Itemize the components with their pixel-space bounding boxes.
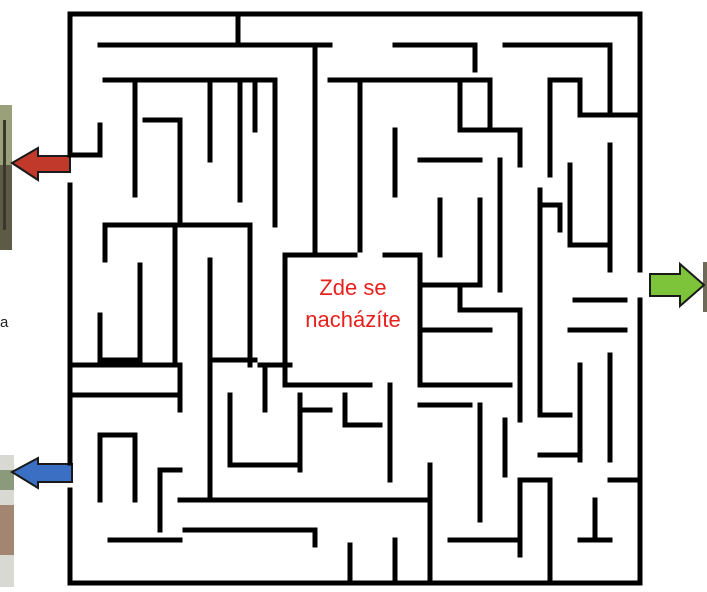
you-are-here-line1: Zde se <box>287 272 419 304</box>
top-left-photo <box>0 105 12 250</box>
side-text-fragment: a <box>0 314 8 331</box>
right-edge-photo <box>703 262 707 312</box>
bottom-left-photo <box>0 455 14 587</box>
exit-arrow-red <box>12 148 70 180</box>
exit-arrow-green <box>650 264 704 306</box>
exit-arrow-blue <box>12 458 72 488</box>
you-are-here-line2: nacházíte <box>287 304 419 336</box>
you-are-here-label: Zde se nacházíte <box>287 272 419 336</box>
